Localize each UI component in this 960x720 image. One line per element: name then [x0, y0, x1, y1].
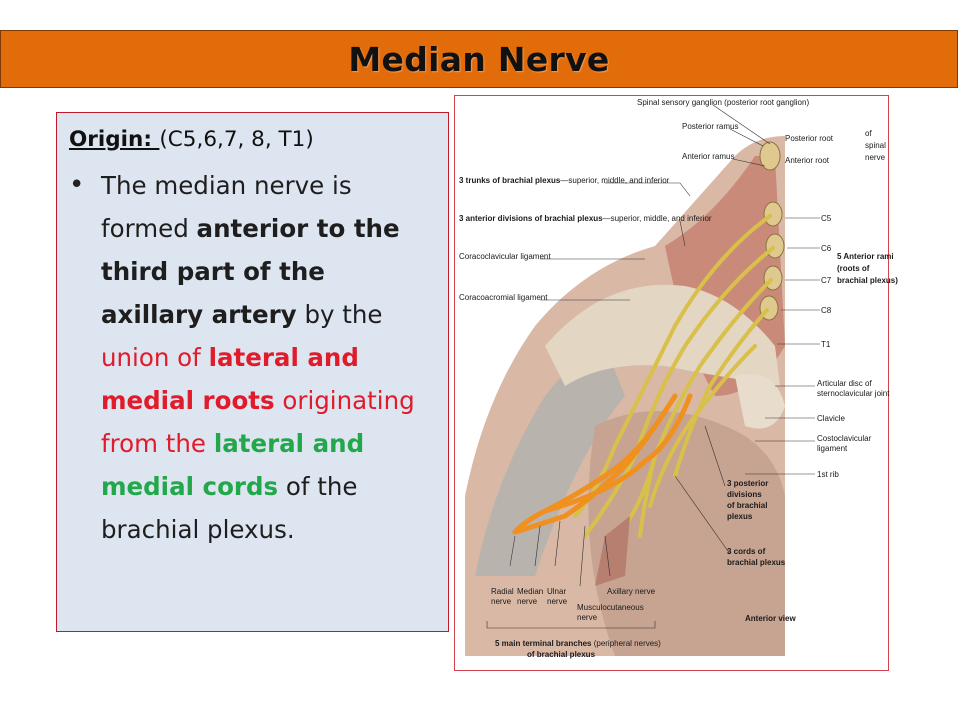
label-post-div-3: of brachial: [727, 501, 767, 510]
label-post-div-1: 3 posterior: [727, 479, 768, 488]
bullet-part-2: anterior to the third part of the axilla…: [101, 214, 400, 329]
anatomy-figure: Spinal sensory ganglion (posterior root …: [454, 95, 898, 671]
bullet-part-1: The median nerve is formed: [101, 171, 352, 243]
label-articular-1: Articular disc of: [817, 379, 872, 388]
bullet-part-8: of the brachial plexus.: [101, 472, 358, 544]
label-trunks: 3 trunks of brachial plexus—superior, mi…: [459, 176, 670, 185]
label-c6: C6: [821, 244, 832, 253]
label-median-2: nerve: [517, 597, 538, 606]
label-axillary: Axillary nerve: [607, 587, 656, 596]
c6-root-shape: [765, 233, 785, 259]
bullet-text: The median nerve is formed anterior to t…: [101, 164, 421, 551]
axillary-muscle-shape: [595, 516, 630, 586]
origin-line: Origin: (C5,6,7, 8, T1): [69, 127, 436, 152]
leader-lines: [486, 104, 820, 629]
label-ulnar-1: Ulnar: [547, 587, 566, 596]
bullet-icon: •: [69, 170, 85, 200]
label-of-spinal-2: spinal: [865, 141, 886, 150]
bullet-part-3: by the: [296, 300, 383, 329]
label-rami-3: brachial plexus): [837, 276, 898, 285]
chest-wall-shape: [588, 411, 785, 656]
label-median-1: Median: [517, 587, 543, 596]
label-c5: C5: [821, 214, 832, 223]
label-posterior-root: Posterior root: [785, 134, 834, 143]
label-radial-1: Radial: [491, 587, 514, 596]
label-rami-1: 5 Anterior rami: [837, 252, 894, 261]
bullet-part-5: lateral and medial roots: [101, 343, 359, 415]
label-coracoclavicular: Coracoclavicular ligament: [459, 252, 551, 261]
label-coracoacromial: Coracoacromial ligament: [459, 293, 548, 302]
label-radial-2: nerve: [491, 597, 512, 606]
sternoclavicular-joint-shape: [735, 374, 785, 429]
label-of-spinal-1: of: [865, 129, 872, 138]
label-c8: C8: [821, 306, 832, 315]
label-anterior-ramus: Anterior ramus: [682, 152, 734, 161]
brachial-plexus-illustration: Spinal sensory ganglion (posterior root …: [459, 98, 898, 659]
label-musculo-1: Musculocutaneous: [577, 603, 644, 612]
label-clavicle: Clavicle: [817, 414, 846, 423]
label-t1: T1: [821, 340, 831, 349]
label-articular-2: sternoclavicular joint: [817, 389, 890, 398]
label-cords-2: brachial plexus: [727, 558, 786, 567]
label-posterior-ramus: Posterior ramus: [682, 122, 738, 131]
clavicle-shape: [545, 284, 780, 386]
label-terminal-2: of brachial plexus: [527, 650, 596, 659]
label-post-div-4: plexus: [727, 512, 753, 521]
bullet-part-6: originating from the: [101, 386, 415, 458]
bullet-part-4: union of: [101, 343, 209, 372]
label-terminal-1: 5 main terminal branches (peripheral ner…: [495, 639, 661, 648]
label-c7: C7: [821, 276, 832, 285]
ganglion-shape: [759, 141, 781, 171]
text-panel: Origin: (C5,6,7, 8, T1) • The median ner…: [56, 112, 449, 632]
label-post-div-2: divisions: [727, 490, 762, 499]
label-cords-1: 3 cords of: [727, 547, 766, 556]
label-rami-2: (roots of: [837, 264, 870, 273]
c5-root-shape: [763, 201, 783, 227]
humerus-shape: [475, 346, 625, 576]
slide-title: Median Nerve: [348, 39, 610, 79]
label-first-rib: 1st rib: [817, 470, 839, 479]
label-anterior-view: Anterior view: [745, 614, 796, 623]
label-anterior-divisions: 3 anterior divisions of brachial plexus—…: [459, 214, 712, 223]
label-musculo-2: nerve: [577, 613, 598, 622]
label-ulnar-2: nerve: [547, 597, 568, 606]
label-of-spinal-3: nerve: [865, 153, 886, 162]
origin-value: (C5,6,7, 8, T1): [159, 127, 314, 152]
label-costoclavicular-2: ligament: [817, 444, 848, 453]
label-costoclavicular-1: Costoclavicular: [817, 434, 872, 443]
median-nerve-highlight: [512, 393, 693, 535]
bullet-part-7: lateral and medial cords: [101, 429, 365, 501]
bullet-item: • The median nerve is formed anterior to…: [69, 164, 436, 551]
label-spinal-ganglion: Spinal sensory ganglion (posterior root …: [637, 98, 809, 107]
origin-label: Origin:: [69, 127, 160, 152]
label-anterior-root: Anterior root: [785, 156, 830, 165]
title-bar: Median Nerve: [0, 30, 958, 88]
